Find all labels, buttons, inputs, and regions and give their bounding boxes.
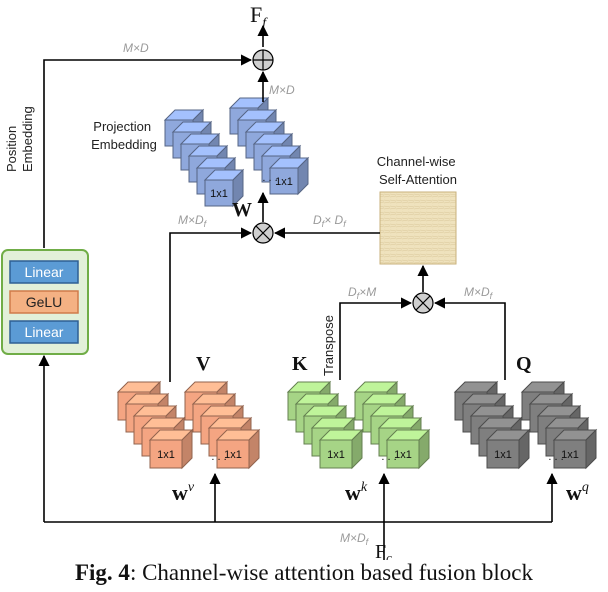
cell-label: 1x1	[210, 188, 228, 200]
multiply-node-right	[412, 292, 434, 314]
position-embedding-line	[43, 54, 253, 248]
caption-fig-number: Fig. 4	[74, 560, 130, 585]
dim-proj: M×D	[269, 83, 295, 97]
position-embedding-label: Position Embedding	[4, 106, 35, 172]
cube	[318, 428, 364, 470]
attention-map	[379, 191, 457, 265]
cube	[385, 428, 431, 470]
projection-embedding-label: Projection Embedding	[91, 119, 157, 152]
wv-label: wv	[172, 480, 195, 505]
cube	[215, 428, 261, 470]
cell-label: 1x1	[157, 449, 175, 461]
channel-attention-label: Channel-wise Self-Attention	[377, 154, 459, 187]
cell-label: 1x1	[327, 449, 345, 461]
ellipsis: . . .	[381, 451, 396, 463]
dim-left-mult: M×Df	[178, 213, 208, 229]
cell-label: 1x1	[275, 176, 293, 188]
dim-q: M×Df	[464, 285, 494, 301]
Q-label: Q	[516, 353, 532, 375]
W-label: W	[232, 199, 252, 221]
ellipsis: . . .	[262, 172, 277, 184]
cube	[485, 428, 531, 470]
V-to-mult-line	[169, 227, 253, 382]
cube	[268, 156, 310, 196]
figure-caption: Fig. 4: Channel-wise attention based fus…	[0, 560, 608, 586]
dim-transpose: Df×M	[348, 285, 376, 301]
cube	[552, 428, 598, 470]
output-label: Ff	[250, 2, 268, 31]
caption-text: : Channel-wise attention based fusion bl…	[129, 560, 533, 585]
gelu-layer	[9, 290, 79, 314]
Q-to-mult-line	[433, 297, 506, 380]
transpose-label: Transpose	[321, 315, 336, 376]
cell-label: 1x1	[394, 449, 412, 461]
ellipsis: . . .	[548, 451, 563, 463]
cell-label: 1x1	[224, 449, 242, 461]
wk-label: wk	[345, 480, 368, 505]
mlp-block: Linear GeLU Linear	[1, 249, 89, 355]
cube	[148, 428, 194, 470]
svg-text:Linear: Linear	[25, 264, 64, 280]
K-label: K	[292, 353, 308, 375]
multiply-node-left	[252, 222, 274, 244]
linear-layer-bottom	[9, 320, 79, 344]
input-label: Fc	[375, 541, 392, 560]
V-label: V	[196, 353, 211, 375]
dim-top: M×D	[123, 41, 149, 55]
svg-text:GeLU: GeLU	[26, 294, 63, 310]
cube	[203, 168, 245, 208]
add-node	[252, 49, 274, 71]
ellipsis: . . .	[211, 451, 226, 463]
cell-label: 1x1	[561, 449, 579, 461]
cell-label: 1x1	[494, 449, 512, 461]
fusion-block-diagram: Ff M×D Position Embedding Linear GeLU Li…	[1, 2, 598, 560]
K-to-mult-line	[339, 297, 413, 380]
wq-label: wq	[566, 480, 589, 505]
linear-layer-top	[9, 260, 79, 284]
svg-text:Linear: Linear	[25, 324, 64, 340]
dim-bottom: M×Df	[340, 531, 370, 547]
dim-right-mult: Df× Df	[313, 213, 347, 229]
